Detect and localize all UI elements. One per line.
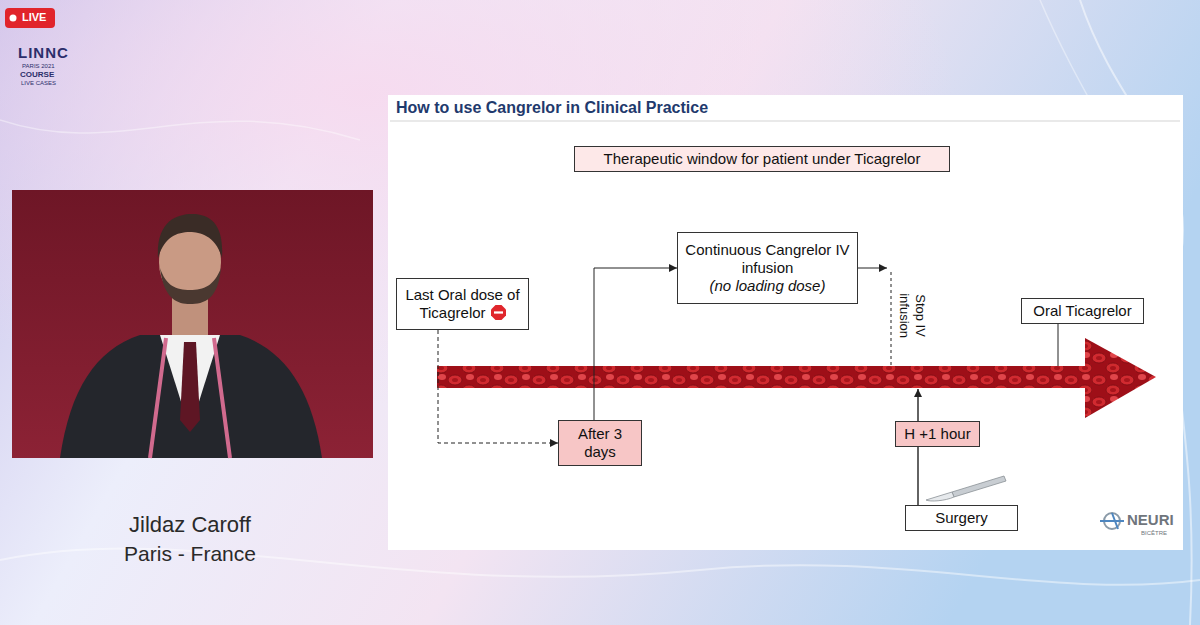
- video-frame: [12, 190, 373, 458]
- time-box: After 3 days: [558, 420, 642, 466]
- label-text: Paris - France: [10, 541, 370, 566]
- connector-arrow: [594, 268, 677, 420]
- connector-arrow: [917, 447, 918, 505]
- box-text: After 3 days: [564, 425, 636, 461]
- label-text: LIVE: [22, 11, 46, 24]
- slide-title: How to use Cangrelor in Clinical Practic…: [396, 99, 708, 117]
- process-box: Oral Ticagrelor: [1021, 298, 1144, 324]
- stop-icon: [491, 305, 506, 320]
- speaker-tie: [180, 342, 200, 432]
- stop-dashed-line: [891, 272, 892, 366]
- live-badge: [5, 8, 55, 28]
- scalpel-blade: [926, 492, 954, 501]
- surgery-arrow: [917, 389, 918, 421]
- process-box: Last Oral dose of Ticagrelor: [396, 278, 529, 330]
- stop-octagon: [491, 305, 506, 320]
- speaker-body: [60, 335, 322, 458]
- header-box: Therapeutic window for patient under Tic…: [574, 146, 950, 172]
- label-text: BICÊTRE: [1141, 530, 1167, 537]
- time-box: H +1 hour: [895, 421, 980, 447]
- infusion-arrow: [858, 268, 887, 269]
- slide: [388, 95, 1183, 550]
- label-text: Stop IV infusion: [896, 281, 927, 351]
- box-text: Surgery: [935, 509, 988, 527]
- title-rule: [390, 121, 1180, 122]
- stop-bar: [494, 311, 503, 313]
- lanyard: [150, 338, 230, 458]
- label-text: LIVE CASES: [21, 80, 56, 87]
- timeline-arrowhead: [1085, 338, 1156, 418]
- process-box: Continuous Cangrelor IV infusion(no load…: [677, 232, 858, 304]
- scalpel-handle: [952, 476, 1006, 497]
- process-box: Surgery: [905, 505, 1018, 531]
- speaker-hair: [158, 214, 222, 258]
- label-text: NEURI: [1127, 511, 1174, 529]
- box-text: Therapeutic window for patient under Tic…: [604, 150, 921, 168]
- logo-icon: [1100, 513, 1124, 529]
- speaker-beard: [160, 268, 221, 304]
- leader-line: [1058, 324, 1059, 366]
- label-text: PARIS 2021: [22, 63, 55, 70]
- decor-curve: [0, 120, 360, 140]
- live-dot: [10, 15, 17, 22]
- box-text: Last Oral dose of Ticagrelor: [402, 286, 523, 322]
- box-text: H +1 hour: [904, 425, 970, 443]
- label-text: Jildaz Caroff: [10, 512, 370, 538]
- box-text: (no loading dose): [710, 277, 826, 295]
- timeline-band: [437, 366, 1087, 388]
- box-text: Continuous Cangrelor IV infusion: [683, 241, 852, 277]
- label-text: LINNC: [18, 44, 69, 62]
- box-text: Oral Ticagrelor: [1033, 302, 1131, 320]
- connector-arrow: [438, 330, 558, 443]
- label-text: COURSE: [20, 70, 54, 80]
